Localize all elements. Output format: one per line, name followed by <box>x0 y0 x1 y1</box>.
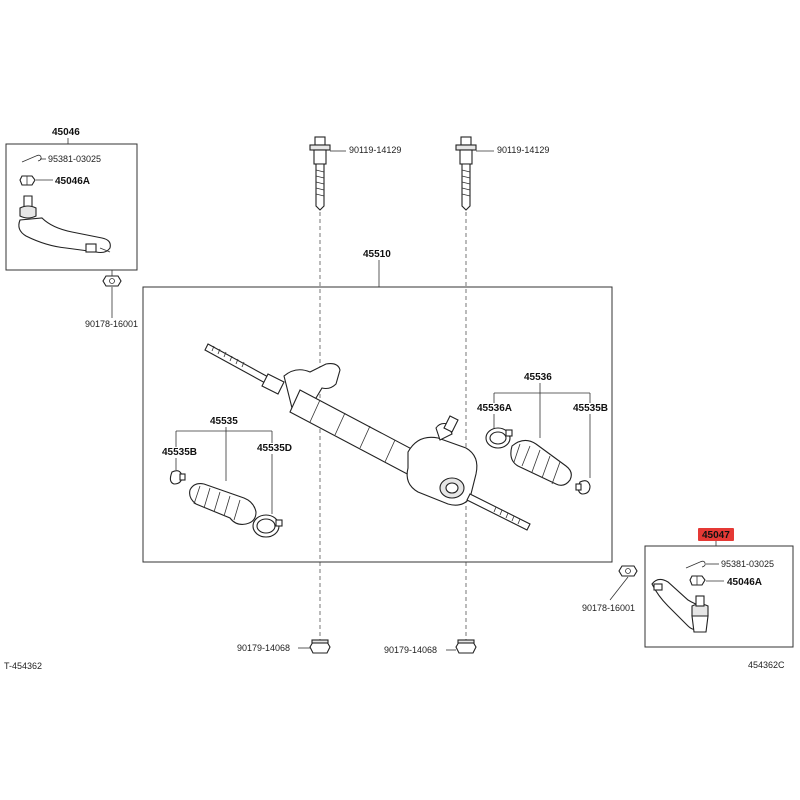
nut-lh-icon <box>19 175 36 186</box>
boot-rh-icon <box>510 439 572 486</box>
clip-lh-d-icon <box>252 514 283 538</box>
label-clip-rh-b[interactable]: 45535B <box>573 403 608 414</box>
label-cotter-pin-rh[interactable]: 95381-03025 <box>721 559 774 569</box>
bolt-2-icon <box>455 136 477 211</box>
bolt-nut-1-group: 90179-14068 <box>237 639 331 654</box>
cotter-pin-rh-icon <box>685 560 706 569</box>
bolt-nut-1-icon <box>309 639 331 654</box>
label-tie-rod-end-lh[interactable]: 45046 <box>52 127 80 138</box>
tie-rod-end-lh-box <box>5 143 138 271</box>
bolt-1-icon <box>309 136 331 211</box>
label-clip-lh-d[interactable]: 45535D <box>257 443 292 454</box>
label-bolt-2[interactable]: 90119-14129 <box>497 145 549 155</box>
label-bolt-1[interactable]: 90119-14129 <box>349 145 401 155</box>
label-nut-rh[interactable]: 45046A <box>727 577 762 588</box>
highlight-badge <box>698 528 734 541</box>
rack-assembly-group: 45510 <box>142 249 613 563</box>
label-nut-rh-lower[interactable]: 90178-16001 <box>582 603 635 613</box>
boot-lh-icon <box>189 483 257 525</box>
rack-assembly-box <box>142 286 613 563</box>
ref-code-right: 454362C <box>748 660 785 670</box>
label-bolt-nut-2[interactable]: 90179-14068 <box>384 645 437 655</box>
cotter-pin-lh-icon <box>21 154 42 163</box>
clip-rh-b-icon <box>575 480 591 495</box>
label-clip-lh-b[interactable]: 45535B <box>162 447 197 458</box>
bolt-nut-2-icon <box>455 639 477 654</box>
label-boot-kit-rh[interactable]: 45536 <box>524 372 552 383</box>
clip-lh-b-icon <box>169 470 186 485</box>
nut-lh-lower-icon <box>102 275 122 287</box>
steering-rack-icon <box>204 343 531 531</box>
tie-rod-end-rh-box <box>644 545 794 648</box>
nut-rh-icon <box>689 575 706 586</box>
label-nut-lh-lower[interactable]: 90178-16001 <box>85 319 138 329</box>
label-rack-assembly[interactable]: 45510 <box>363 249 391 260</box>
tie-rod-end-rh-icon <box>651 578 709 633</box>
tie-rod-end-lh-icon <box>18 195 111 254</box>
clip-rh-a-icon <box>485 427 513 449</box>
ref-code-left: T-454362 <box>4 661 42 671</box>
tie-rod-end-rh-group: 45047 95381-03025 45046A 90178-16001 <box>582 528 794 648</box>
label-tie-rod-end-rh[interactable]: 45047 <box>702 530 730 541</box>
bolt-2-group: 90119-14129 <box>455 136 549 640</box>
nut-rh-lower-icon <box>618 565 638 577</box>
label-nut-lh[interactable]: 45046A <box>55 176 90 187</box>
bolt-1-group: 90119-14129 <box>309 136 401 640</box>
label-cotter-pin-lh[interactable]: 95381-03025 <box>48 154 101 164</box>
label-clip-rh-a[interactable]: 45536A <box>477 403 512 414</box>
bolt-nut-2-group: 90179-14068 <box>384 639 477 655</box>
label-bolt-nut-1[interactable]: 90179-14068 <box>237 643 290 653</box>
tie-rod-end-lh-group: 45046 95381-03025 45046A <box>5 127 138 329</box>
label-boot-kit-lh[interactable]: 45535 <box>210 416 238 427</box>
